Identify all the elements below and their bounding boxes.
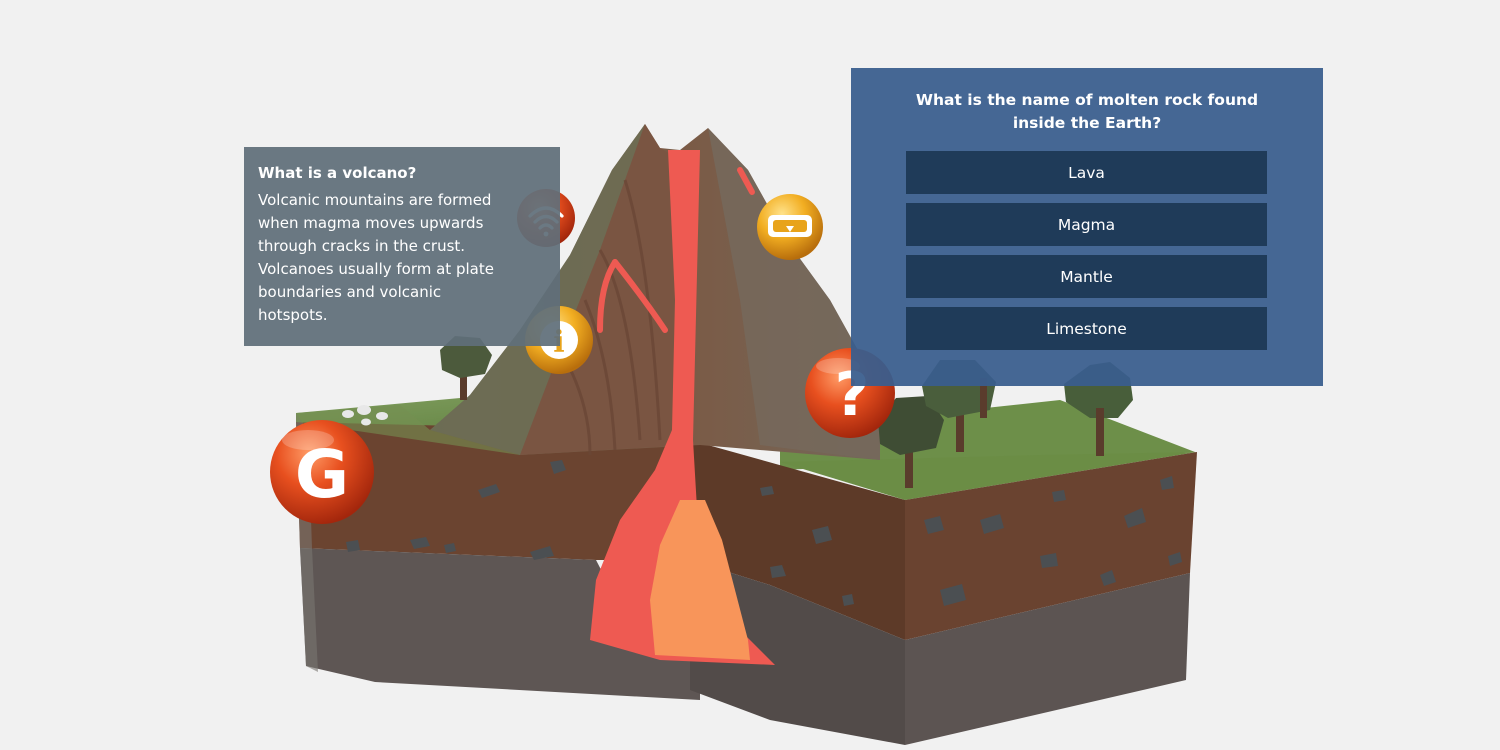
answer-button-mantle[interactable]: Mantle (906, 255, 1267, 298)
info-panel-title: What is a volcano? (258, 164, 417, 182)
google-hotspot[interactable]: G (270, 420, 374, 524)
quiz-panel: What is the name of molten rock found in… (851, 68, 1323, 386)
answer-button-lava[interactable]: Lava (906, 151, 1267, 194)
info-panel-body: Volcanic mountains are formed when magma… (258, 191, 494, 324)
quiz-question: What is the name of molten rock found in… (915, 91, 1259, 132)
vr-hotspot[interactable] (757, 194, 823, 260)
answer-button-limestone[interactable]: Limestone (906, 307, 1267, 350)
quiz-answers: Lava Magma Mantle Limestone (906, 151, 1267, 359)
volcano-info-panel: What is a volcano? Volcanic mountains ar… (244, 147, 560, 346)
vr-headset-icon (768, 215, 812, 237)
google-icon: G (295, 436, 349, 513)
answer-button-magma[interactable]: Magma (906, 203, 1267, 246)
